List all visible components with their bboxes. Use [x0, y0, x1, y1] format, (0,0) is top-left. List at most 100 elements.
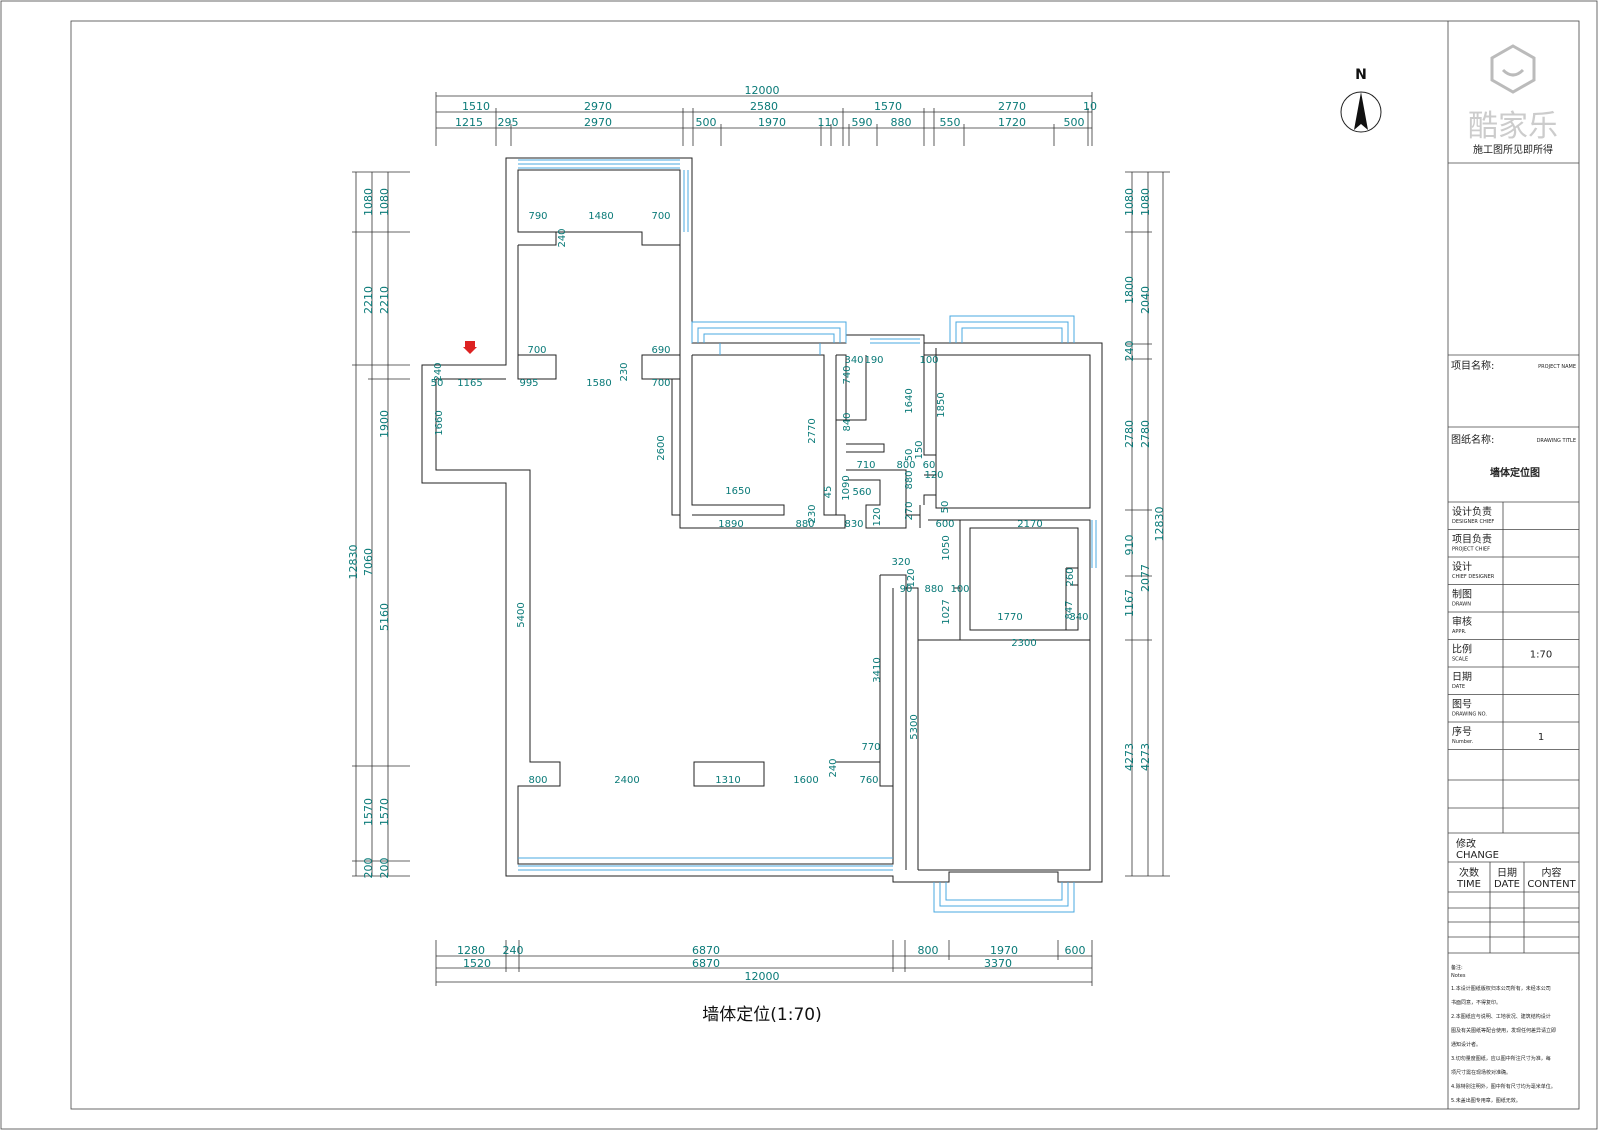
title-block-row-label-en: SCALE — [1452, 657, 1468, 663]
svg-text:1570: 1570 — [874, 100, 902, 113]
interior-dimension: 560 — [852, 487, 871, 498]
interior-dimension: 770 — [861, 742, 880, 753]
interior-dimension: 260 — [1065, 567, 1076, 586]
title-block-row-label-en: DRAWING NO. — [1452, 712, 1487, 718]
svg-text:2210: 2210 — [378, 286, 391, 314]
title-block-row-label: 图号 — [1452, 699, 1472, 711]
drawing-title-en: DRAWING TITLE — [1537, 438, 1576, 444]
svg-text:1080: 1080 — [1123, 188, 1136, 216]
svg-text:6870: 6870 — [692, 957, 720, 970]
right-dimensions: 1080 1800 240 2780 910 1167 4273 1080 20… — [1123, 171, 1170, 877]
interior-dimension: 740 — [842, 365, 853, 384]
interior-dimension: 5300 — [909, 714, 920, 739]
interior-dimension: 1310 — [715, 775, 740, 786]
interior-dimension: 2400 — [614, 775, 639, 786]
notes-title-en: Notes — [1451, 973, 1466, 979]
interior-dimension: 1480 — [588, 211, 613, 222]
svg-text:1570: 1570 — [378, 798, 391, 826]
interior-dimension: 50 — [940, 501, 951, 514]
title-block-row-label: 序号 — [1452, 725, 1472, 738]
change-col-header: 次数 — [1459, 866, 1479, 879]
interior-dimension: 1165 — [457, 378, 482, 389]
svg-text:1167: 1167 — [1123, 589, 1136, 617]
interior-dimension: 830 — [844, 519, 863, 530]
project-name-label: 项目名称: — [1451, 359, 1494, 372]
svg-text:200: 200 — [362, 858, 375, 879]
svg-text:1570: 1570 — [362, 798, 375, 826]
dim-top-total: 12000 — [745, 84, 780, 97]
svg-text:2970: 2970 — [584, 100, 612, 113]
change-label: 修改 — [1456, 837, 1476, 850]
interior-dimension: 700 — [527, 345, 546, 356]
note-line: 4.除特别注明外，图中所有尺寸均为毫米单位。 — [1451, 1083, 1556, 1090]
dim-left-total: 12830 — [347, 545, 360, 580]
interior-dimension: 1770 — [997, 612, 1022, 623]
interior-dimension: 1580 — [586, 378, 611, 389]
svg-text:10: 10 — [1083, 100, 1097, 113]
drawing-name: 墙体定位图 — [1490, 466, 1540, 479]
interior-dimension: 190 — [864, 355, 883, 366]
svg-text:2580: 2580 — [750, 100, 778, 113]
svg-text:295: 295 — [498, 116, 519, 129]
note-line: 2.本图纸应与说明、工地状况、建筑结构设计 — [1451, 1013, 1551, 1020]
note-line: 3.切勿量度图纸，应以图中所注尺寸为准，每 — [1451, 1055, 1551, 1062]
interior-dimension: 1850 — [936, 392, 947, 417]
interior-dimension: 1600 — [793, 775, 818, 786]
entrance-marker-icon — [463, 341, 477, 354]
change-col-header: 内容 — [1542, 866, 1562, 879]
north-label: N — [1355, 67, 1367, 83]
svg-text:1520: 1520 — [463, 957, 491, 970]
interior-dimension: 120 — [906, 568, 917, 587]
svg-text:600: 600 — [1065, 944, 1086, 957]
windows — [518, 159, 1097, 913]
interior-dimension: 2300 — [1011, 638, 1036, 649]
interior-dimension: 50 — [431, 378, 444, 389]
interior-dimension: 100 — [950, 584, 969, 595]
svg-text:1900: 1900 — [378, 410, 391, 438]
interior-dimension: 840 — [842, 412, 853, 431]
svg-text:500: 500 — [1064, 116, 1085, 129]
svg-text:240: 240 — [1123, 341, 1136, 362]
north-arrow-icon — [1354, 92, 1368, 130]
inner-wall — [517, 169, 681, 246]
svg-text:3370: 3370 — [984, 957, 1012, 970]
svg-text:1970: 1970 — [990, 944, 1018, 957]
title-block-row-value: 1:70 — [1530, 650, 1552, 661]
interior-dimension: 1027 — [941, 599, 952, 624]
title-block-row-value: 1 — [1538, 732, 1544, 743]
interior-dimension: 1090 — [841, 475, 852, 500]
notes-list: 1.本设计图纸版权归本公司所有，未经本公司书面同意，不得复印。2.本图纸应与说明… — [1451, 985, 1556, 1104]
title-block-row-label: 设计 — [1452, 560, 1472, 573]
interior-dimension: 1890 — [718, 519, 743, 530]
interior-dimension: 700 — [651, 211, 670, 222]
notes-title: 备注: — [1451, 964, 1463, 971]
interior-dimension: 800 — [896, 460, 915, 471]
interior-dimension: 150 — [914, 440, 925, 459]
svg-text:2077: 2077 — [1139, 564, 1152, 592]
interior-dimension: 240 — [433, 362, 444, 381]
interior-dimension: 120 — [924, 470, 943, 481]
svg-text:1215: 1215 — [455, 116, 483, 129]
svg-text:2040: 2040 — [1139, 286, 1152, 314]
svg-text:2780: 2780 — [1139, 420, 1152, 448]
interior-dimension: 2770 — [807, 418, 818, 443]
interior-dimension: 880 — [904, 470, 915, 489]
interior-dimension: 240 — [557, 228, 568, 247]
title-block-row-label: 日期 — [1452, 671, 1472, 683]
title-block-row-label-en: APPR. — [1452, 629, 1467, 635]
title-block-row-label: 审核 — [1452, 615, 1472, 628]
interior-dimension: 1650 — [725, 486, 750, 497]
note-line: 通知设计者。 — [1451, 1041, 1481, 1048]
note-line: 书面同意，不得复印。 — [1451, 999, 1501, 1006]
interior-dimension: 340 — [844, 355, 863, 366]
dim-bottom-total: 12000 — [745, 970, 780, 983]
svg-text:500: 500 — [696, 116, 717, 129]
interior-dimension: 2170 — [1017, 519, 1042, 530]
interior-dimension: 1660 — [434, 410, 445, 435]
interior-dimension: 230 — [619, 362, 630, 381]
svg-text:1080: 1080 — [1139, 188, 1152, 216]
